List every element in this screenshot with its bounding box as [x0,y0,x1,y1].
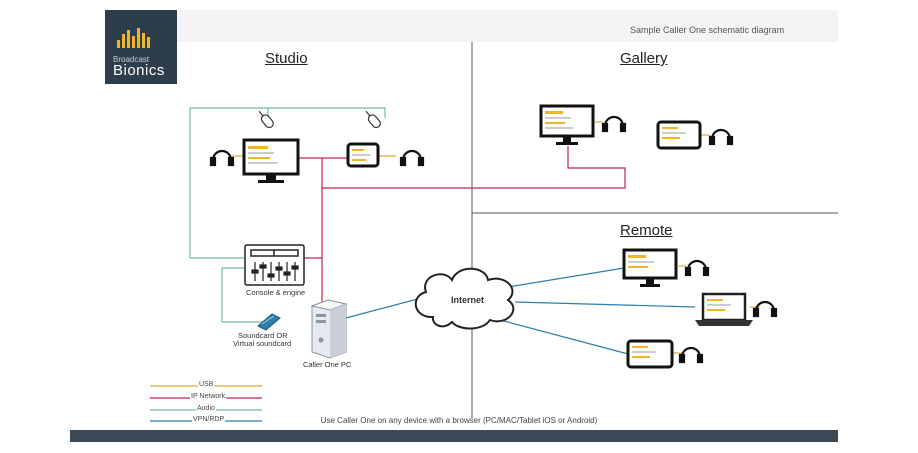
headphones-icon [678,346,704,364]
logo-waveform-icon [117,28,150,48]
section-title-gallery: Gallery [620,50,668,67]
logo [105,10,177,84]
studio-monitor-icon [242,138,300,183]
logo-title: Bionics [113,62,165,79]
legend-audio-label: Audio [196,405,216,412]
headphones-icons [209,115,778,364]
section-title-studio: Studio [265,50,308,67]
headphones-icon [601,115,627,133]
internet-label: Internet [451,295,485,305]
section-title-remote: Remote [620,222,673,239]
usb-lines [232,121,760,354]
remote-laptop-icon [695,292,753,326]
pc-tower-icon [310,299,348,359]
logo-subtitle: Broadcast [113,55,150,64]
console-icon [244,244,305,286]
ip-network-lines [298,146,626,308]
headphones-icon [399,149,425,167]
footnote: Use Caller One on any device with a brow… [320,416,598,425]
soundcard-label-1: Soundcard OR [238,331,288,340]
microphone-icon [365,110,381,129]
console-label: Console & engine [246,288,306,297]
gallery-monitor-icon [539,104,595,145]
header-bar [105,10,838,42]
studio-tablet-icon [346,142,380,168]
headphones-icon [708,128,734,146]
pc-label: Caller One PC [303,360,352,369]
footer-bar [70,430,838,442]
remote-tablet-icon [626,339,674,369]
soundcard-icon [257,313,281,331]
remote-monitor-icon [622,248,678,287]
microphone-icon [258,110,274,129]
vpn-lines [345,267,696,355]
legend-ip-label: IP Network [190,393,227,400]
gallery-tablet-icon [656,120,702,150]
internet-cloud-icon [414,267,515,330]
legend-usb-label: USB [198,381,215,388]
headphones-icon [209,149,235,167]
diagram-caption: Sample Caller One schematic diagram [630,25,785,35]
microphone-icons [258,110,381,129]
soundcard-label-2: Virtual soundcard [233,339,292,348]
headphones-icon [684,259,710,277]
headphones-icon [752,300,778,318]
legend-vpn-label: VPN/RDP [192,416,226,423]
